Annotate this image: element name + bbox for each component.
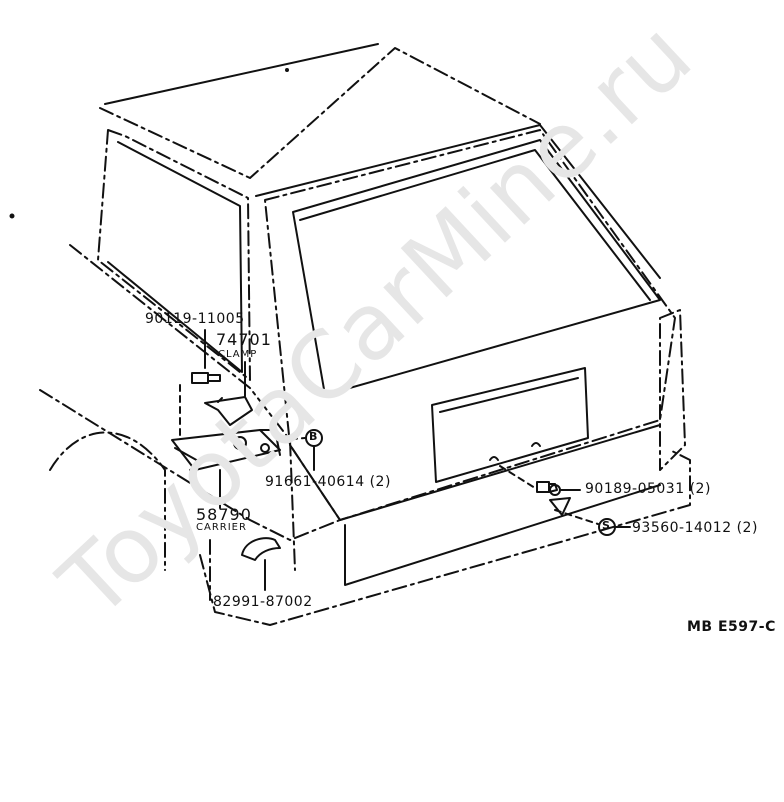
tail-lamp xyxy=(659,309,686,471)
marker-s: S xyxy=(602,519,611,532)
label-bolt: 90119-11005 xyxy=(145,311,245,327)
rear-glass xyxy=(292,139,661,396)
carrier-dash-to-b xyxy=(279,437,306,441)
bumper xyxy=(199,449,691,626)
speck-2 xyxy=(285,68,289,72)
speck-1 xyxy=(9,213,15,219)
license-plate-inner xyxy=(439,377,579,413)
license-light-a xyxy=(489,456,499,461)
clip-part xyxy=(536,481,571,516)
roof-line xyxy=(255,124,661,279)
marker-b: B xyxy=(309,430,318,443)
carrier-part xyxy=(171,429,281,471)
label-screw-b: 91661-40614 (2) xyxy=(265,474,391,490)
hatch-lower-edge xyxy=(289,424,661,521)
clip-dash xyxy=(499,465,536,489)
roof-edge xyxy=(104,43,379,105)
wheel-arch xyxy=(49,431,166,571)
side-window xyxy=(97,129,251,381)
label-screw-s: 93560-14012 (2) xyxy=(632,520,758,536)
body-line xyxy=(39,389,341,541)
rear-glass-inner xyxy=(299,149,651,301)
hook-part xyxy=(241,537,281,561)
license-light-b xyxy=(531,442,541,447)
side-window-inner xyxy=(107,141,243,373)
rear-hatch xyxy=(264,129,676,521)
label-clip: 90189-05031 (2) xyxy=(585,481,711,497)
body-side xyxy=(69,244,296,571)
label-clamp-name: CLAMP xyxy=(218,349,258,360)
roof-outline xyxy=(99,47,541,179)
license-plate-recess xyxy=(431,367,589,483)
bumper-top xyxy=(344,484,661,586)
diagram-code: MB E597-C xyxy=(687,619,776,635)
label-hook: 82991-87002 xyxy=(213,594,313,610)
label-clamp-number: 74701 xyxy=(216,330,272,349)
label-carrier-name: CARRIER xyxy=(196,522,247,533)
s-dash xyxy=(554,509,599,525)
label-carrier-number: 58790 xyxy=(196,505,252,524)
bolt-part xyxy=(191,372,221,384)
clamp-part xyxy=(204,396,253,426)
